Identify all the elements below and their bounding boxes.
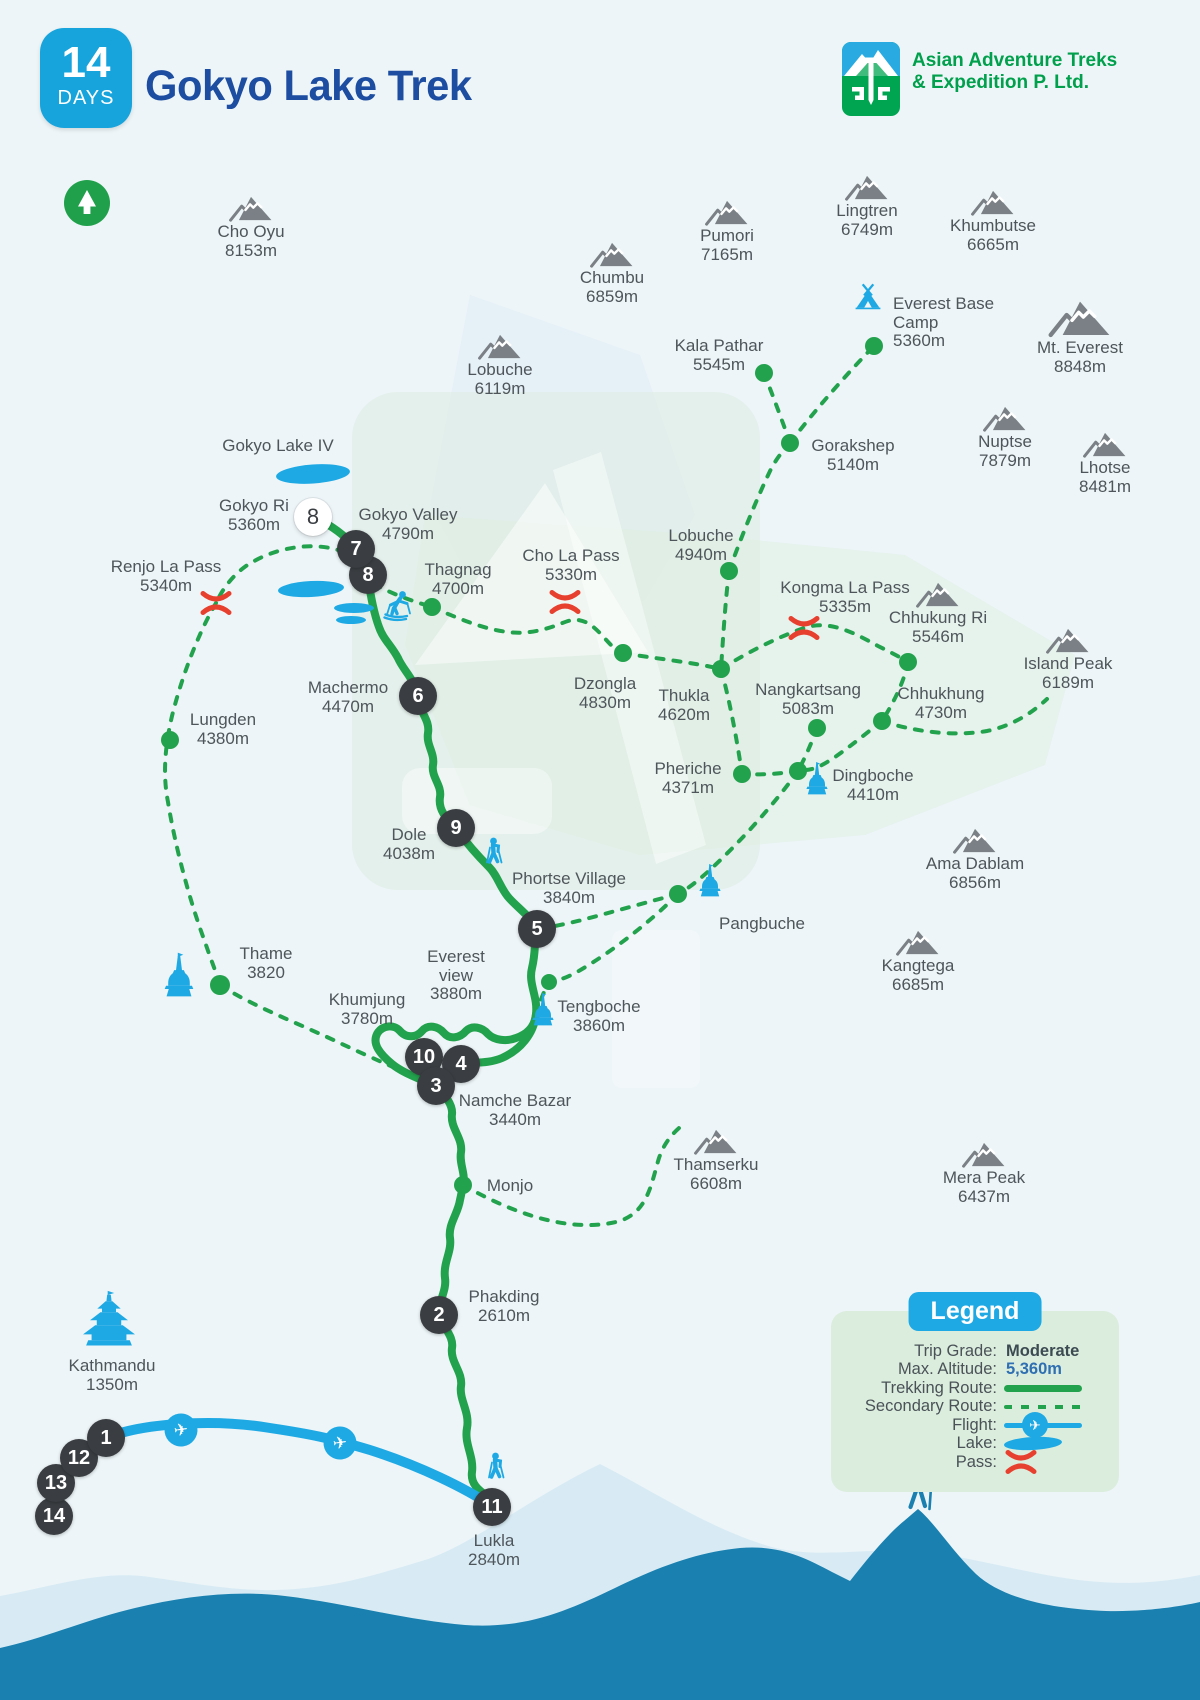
place-machermo: Machermo 4470m xyxy=(307,678,389,716)
waypoint-3: 3 xyxy=(417,1067,455,1105)
place-kathmandu: Kathmandu 1350m xyxy=(68,1356,156,1394)
place-lungden: Lungden 4380m xyxy=(189,710,257,748)
waypoint-8-gokyo-ri: 8 xyxy=(294,498,332,536)
legend-row-lake: Lake: xyxy=(831,1434,1119,1454)
waypoint-6: 6 xyxy=(399,677,437,715)
place-thame: Thame 3820 xyxy=(239,944,293,982)
place-renjo-la-pass: Renjo La Pass 5340m xyxy=(110,557,222,595)
mountain-pumori: Pumori 7165m xyxy=(647,200,807,264)
mountain-lingtren: Lingtren 6749m xyxy=(787,175,947,239)
base-camp-tent-icon xyxy=(855,283,881,310)
place-gokyo-ri: Gokyo Ri 5360m xyxy=(219,496,289,534)
place-gorakshep: Gorakshep 5140m xyxy=(811,436,895,474)
plane-icon: ✈ xyxy=(1022,1412,1048,1439)
place-dzongla: Dzongla 4830m xyxy=(573,674,637,712)
legend-panel: Legend Trip Grade: Moderate Max. Altitud… xyxy=(831,1292,1119,1492)
north-compass-icon xyxy=(63,179,111,232)
flight-route xyxy=(101,1418,497,1511)
place-lobuche: Lobuche 4940m xyxy=(668,526,734,564)
mountain-lobuche: Lobuche 6119m xyxy=(420,334,580,398)
mountain-kangtega: Kangtega 6685m xyxy=(838,930,998,994)
waypoint-14: 14 xyxy=(35,1497,73,1535)
company-line2: & Expedition P. Ltd. xyxy=(912,72,1089,93)
company-name: Asian Adventure Treks & Expedition P. Lt… xyxy=(912,50,1117,94)
mountain-chumbu: Chumbu 6859m xyxy=(532,242,692,306)
flight-sample: ✈ xyxy=(1004,1412,1082,1439)
place-gokyo-valley: Gokyo Valley 4790m xyxy=(358,505,458,543)
place-monjo: Monjo xyxy=(486,1176,534,1195)
mountain-nuptse: Nuptse 7879m xyxy=(925,406,1085,470)
place-phortse-village: Phortse Village 3840m xyxy=(511,869,627,907)
place-nangkartsang: Nangkartsang 5083m xyxy=(755,680,861,718)
days-label: DAYS xyxy=(57,87,115,109)
legend-row-max-altitude: Max. Altitude: 5,360m xyxy=(897,1360,1062,1379)
mountain-thamserku: Thamserku 6608m xyxy=(636,1129,796,1193)
place-dole: Dole 4038m xyxy=(383,825,435,863)
mountain-mera-peak: Mera Peak 6437m xyxy=(904,1142,1064,1206)
mountain-ama-dablam: Ama Dablam 6856m xyxy=(895,828,1055,892)
place-kongma-la-pass: Kongma La Pass 5335m xyxy=(780,578,910,616)
place-thukla: Thukla 4620m xyxy=(658,686,710,724)
company-line1: Asian Adventure Treks xyxy=(912,50,1118,71)
place-tengboche: Tengboche 3860m xyxy=(557,997,641,1035)
legend-row-pass: Pass: xyxy=(831,1453,1119,1472)
place-kala-pathar: Kala Pathar 5545m xyxy=(674,336,764,374)
place-lukla: Lukla 2840m xyxy=(468,1531,520,1569)
place-gokyo-lake-iv: Gokyo Lake IV xyxy=(222,436,334,455)
mountain-island-peak: Island Peak 6189m xyxy=(988,628,1148,692)
pass-sample xyxy=(1004,1450,1038,1474)
place-pheriche: Pheriche 4371m xyxy=(654,759,722,797)
waypoint-1: 1 xyxy=(87,1419,125,1457)
legend-row-trekking-route: Trekking Route: xyxy=(831,1379,1119,1398)
waypoint-11: 11 xyxy=(473,1488,511,1526)
place-thagnag: Thagnag 4700m xyxy=(424,560,492,598)
place-everest-base-camp: Everest Base Camp 5360m xyxy=(893,294,995,350)
place-chhukhung: Chhukhung 4730m xyxy=(897,684,985,722)
waypoint-2: 2 xyxy=(420,1296,458,1334)
secondary-route-sample xyxy=(1004,1404,1082,1409)
place-phakding: Phakding 2610m xyxy=(468,1287,540,1325)
place-namche-bazar: Namche Bazar 3440m xyxy=(458,1091,572,1129)
place-cho-la-pass: Cho La Pass 5330m xyxy=(522,546,620,584)
place-khumjung: Khumjung 3780m xyxy=(328,990,406,1028)
place-everest-view: Everest view 3880m xyxy=(427,947,485,1003)
mountain-chhukung-ri: Chhukung Ri 5546m xyxy=(858,582,1018,646)
waypoint-9: 9 xyxy=(437,809,475,847)
mountain-everest: Mt. Everest 8848m xyxy=(1000,300,1160,376)
mountain-cho-oyu: Cho Oyu 8153m xyxy=(171,196,331,260)
route-dots xyxy=(161,337,917,1194)
trekking-route xyxy=(313,514,541,1504)
days-badge: 14 DAYS xyxy=(40,28,132,128)
hiker-icon xyxy=(489,1453,504,1478)
kathmandu-pagoda-icon xyxy=(83,1290,135,1346)
legend-row-trip-grade: Trip Grade: Moderate xyxy=(914,1341,1080,1360)
days-value: 14 xyxy=(61,38,111,87)
waypoint-7: 7 xyxy=(337,530,375,568)
max-altitude-value: 5,360m xyxy=(1006,1360,1062,1379)
mountain-lhotse: Lhotse 8481m xyxy=(1025,432,1185,496)
waypoint-5: 5 xyxy=(518,910,556,948)
page-title: Gokyo Lake Trek xyxy=(145,62,472,110)
trip-grade-value: Moderate xyxy=(1006,1341,1080,1360)
legend-title: Legend xyxy=(908,1292,1042,1331)
lake-icons xyxy=(276,464,374,624)
company-logo xyxy=(842,42,900,121)
legend-row-secondary-route: Secondary Route: xyxy=(831,1397,1119,1417)
legend-row-flight: Flight: ✈ xyxy=(831,1412,1119,1439)
place-pangbuche: Pangbuche xyxy=(718,914,806,933)
trekking-route-sample xyxy=(1004,1384,1082,1392)
place-dingboche: Dingboche 4410m xyxy=(832,766,914,804)
mountain-khumbutse: Khumbutse 6665m xyxy=(913,190,1073,254)
